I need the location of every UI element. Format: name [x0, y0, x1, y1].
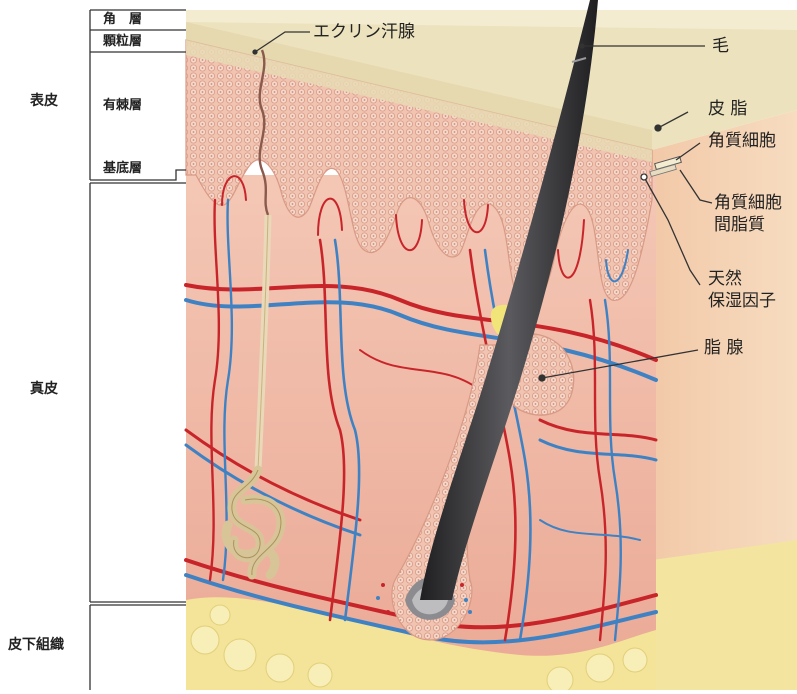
label-hair: 毛: [712, 36, 729, 57]
label-epidermis: 表皮: [30, 92, 58, 110]
label-eccrine-gland: エクリン汗腺: [313, 22, 415, 43]
label-dermis: 真皮: [30, 380, 58, 398]
label-intercellular-lipid-2: 間脂質: [714, 215, 765, 236]
label-stratum-corneum: 角 層: [103, 11, 142, 29]
label-corneocyte: 角質細胞: [708, 131, 776, 152]
label-nmf-1: 天然: [708, 269, 742, 290]
label-sebum: 皮 脂: [708, 99, 747, 120]
label-stratum-granulosum: 顆粒層: [103, 33, 142, 51]
label-sebaceous-gland: 脂 腺: [704, 338, 743, 359]
block-side-fat: [652, 540, 797, 690]
label-intercellular-lipid-1: 角質細胞: [714, 193, 782, 214]
label-nmf-2: 保湿因子: [708, 291, 776, 312]
label-stratum-spinosum: 有棘層: [103, 97, 142, 115]
label-stratum-basale: 基底層: [103, 160, 142, 178]
label-subcutis: 皮下組織: [8, 636, 64, 654]
